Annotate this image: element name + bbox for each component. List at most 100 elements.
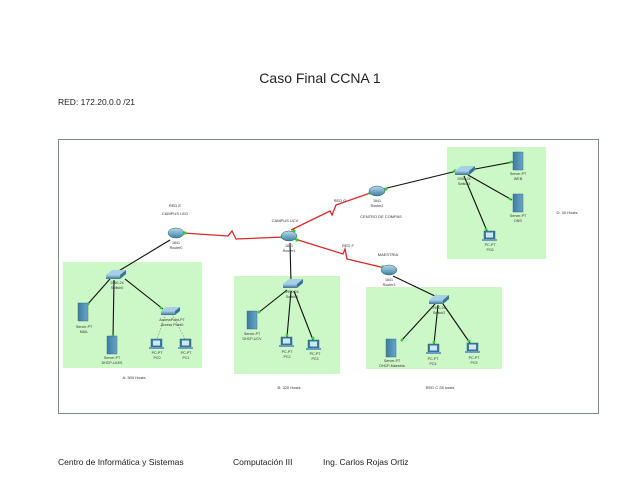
router0[interactable]: 1841 Router0 (167, 227, 185, 250)
link-router0-router1[interactable] (182, 229, 286, 240)
router3-label-net: RED F (342, 243, 355, 248)
router2[interactable]: 1841 Router2 (368, 185, 386, 208)
server-mail-model: Server-PT (76, 325, 93, 329)
server-mail[interactable]: Server-PT MAIL (76, 302, 93, 334)
server-dhcp-ules[interactable]: Server-PT DHCP-ULES (102, 335, 123, 365)
switch2-model: 2950-24 (432, 306, 445, 310)
footer-instructor: Ing. Carlos Rojas Ortiz (323, 457, 409, 467)
pc3-model: PC-PT (310, 352, 322, 356)
ap0-model: AccessPoint-PT (159, 318, 185, 322)
router3-model: 1841 (385, 278, 393, 282)
pc5[interactable]: PC-PT PC5 (465, 342, 481, 365)
lan-d-area (447, 147, 546, 259)
switch2-name: Switch2 (433, 311, 446, 315)
pc6[interactable]: PC-PT PC6 (482, 230, 497, 252)
link-switch3-pc6[interactable] (463, 175, 488, 232)
router0-name: Router0 (170, 246, 183, 250)
page-title: Caso Final CCNA 1 (259, 70, 381, 86)
link-switch0-dhcp-ules[interactable] (112, 279, 115, 339)
switch3-model: 2950-24 (457, 177, 470, 181)
link-switch3-dns[interactable] (467, 174, 513, 201)
router3-name: Router3 (383, 283, 396, 287)
pc0-model: PC-PT (152, 351, 164, 355)
pc6-name: PC6 (487, 248, 494, 252)
pc4-name: PC4 (430, 362, 437, 366)
switch0-name: Switch0 (111, 286, 124, 290)
server-dns[interactable]: Server-PT DNS (510, 193, 527, 223)
server-dhcp-maestria-model: Server-PT (384, 359, 401, 363)
server-dhcp-ules-model: Server-PT (104, 356, 121, 360)
link-router1-switch1[interactable] (289, 242, 292, 284)
pc1[interactable]: PC-PT PC1 (178, 338, 193, 360)
pc1-model: PC-PT (181, 351, 193, 355)
server-dns-name: DNS (514, 219, 522, 223)
pc0-name: PC0 (154, 356, 161, 360)
pc5-model: PC-PT (469, 356, 481, 360)
link-ap0-pc0 (156, 313, 167, 340)
server-dhcp-ucv-model: Server-PT (244, 332, 261, 336)
server-dhcp-ules-name: DHCP-ULES (102, 361, 123, 365)
router1-name: Router1 (283, 249, 296, 253)
link-router0-switch0[interactable] (116, 239, 171, 273)
switch1-model: 2950-24 (285, 290, 298, 294)
switch3[interactable]: 2950-24 Switch3 (455, 166, 475, 186)
lan-c-label: RED C 28 hosts (426, 385, 455, 390)
link-router2-switch3[interactable] (382, 170, 458, 190)
link-switch1-pc2[interactable] (286, 290, 292, 338)
switch2[interactable]: 2950-24 Switch2 (429, 295, 449, 315)
switch0[interactable]: 2950-24 Switch0 (106, 270, 126, 290)
router3-label-site: MAESTRIA (378, 252, 399, 257)
pc2-model: PC-PT (282, 350, 294, 354)
access-point0[interactable]: AccessPoint-PT Access Point0 (159, 307, 186, 327)
link-router3-switch2[interactable] (392, 275, 438, 298)
pc1-name: PC1 (183, 356, 190, 360)
lan-a-label: A: 500 Hosts (123, 375, 146, 380)
pc2[interactable]: PC-PT PC2 (279, 336, 294, 359)
server-dhcp-maestria-name: DHCP-Maestria (379, 364, 404, 368)
link-router1-router3[interactable] (294, 238, 386, 269)
router0-label-net: RED E (169, 203, 182, 208)
router2-label-net: RED G (334, 198, 347, 203)
router3[interactable]: 1841 Router3 (380, 264, 398, 287)
pc2-name: PC2 (284, 355, 291, 359)
server-dns-model: Server-PT (510, 214, 527, 218)
router2-label-site: CENTRO DE COMPAS (360, 214, 402, 219)
server-web-name: WEB (514, 177, 523, 181)
pc0[interactable]: PC-PT PC0 (149, 338, 164, 360)
lan-b-label: B: 320 Hosts (278, 385, 301, 390)
router1-label-campus: CAMPUS UCV (272, 218, 299, 223)
server-web[interactable]: Server-PT WEB (510, 151, 527, 181)
ap0-name: Access Point0 (161, 323, 184, 327)
server-dhcp-ucv-name: DHCP-UCV (243, 337, 263, 341)
router1[interactable]: 1841 Router1 (280, 230, 298, 253)
router2-model: 1841 (373, 199, 381, 203)
switch1-name: Switch1 (286, 295, 299, 299)
footer-course: Computación III (233, 457, 293, 467)
link-switch1-dhcp-ucv[interactable] (257, 289, 288, 314)
pc6-model: PC-PT (485, 243, 497, 247)
link-switch2-pc5[interactable] (442, 303, 471, 344)
footer-institution: Centro de Informática y Sistemas (58, 457, 184, 467)
lan-d-label: D: 30 Hosts (557, 210, 578, 215)
server-dhcp-maestria[interactable]: Server-PT DHCP-Maestria (379, 338, 405, 368)
link-switch0-mail[interactable] (86, 278, 111, 306)
server-dhcp-ucv[interactable]: Server-PT DHCP-UCV (243, 310, 263, 341)
link-switch2-dhcp-maestria[interactable] (400, 303, 436, 342)
server-web-model: Server-PT (510, 172, 527, 176)
server-mail-name: MAIL (80, 330, 88, 334)
link-switch1-pc3[interactable] (293, 290, 314, 341)
link-switch2-pc4[interactable] (433, 304, 439, 345)
link-switch0-ap0[interactable] (124, 278, 164, 310)
pc3-name: PC3 (312, 357, 319, 361)
pc4[interactable]: PC-PT PC4 (426, 343, 441, 366)
pc3[interactable]: PC-PT PC3 (306, 339, 322, 361)
router1-model: 1841 (285, 244, 293, 248)
link-switch3-web[interactable] (469, 161, 514, 171)
link-router1-router2[interactable] (290, 191, 374, 231)
network-address: RED: 172.20.0.0 /21 (58, 97, 136, 107)
router0-label-campus: CAMPUS LEG (162, 211, 188, 216)
router2-name: Router2 (371, 204, 384, 208)
pc5-name: PC5 (471, 361, 478, 365)
router0-model: 1841 (172, 241, 180, 245)
switch1[interactable]: 2950-24 Switch1 (283, 279, 303, 299)
